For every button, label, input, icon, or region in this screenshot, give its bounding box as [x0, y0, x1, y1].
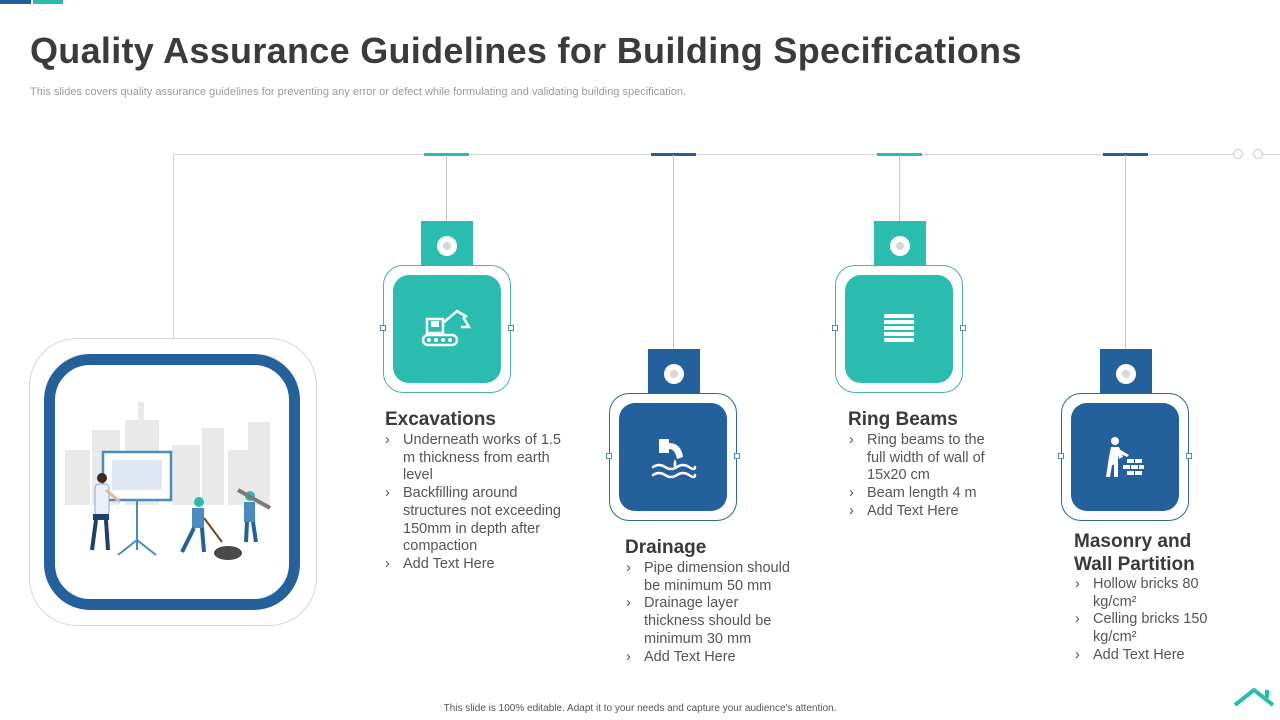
timeline-tick: [651, 153, 696, 156]
list-item: Hollow bricks 80 kg/cm²: [1074, 576, 1224, 611]
page-subtitle: This slides covers quality assurance gui…: [30, 86, 687, 98]
list-item: Celling bricks 150 kg/cm²: [1074, 611, 1224, 646]
timeline-left-drop: [173, 154, 174, 340]
drainage-list: Pipe dimension should be minimum 50 mm D…: [625, 560, 800, 666]
list-item: Add Text Here: [848, 503, 998, 521]
drainage-icon: [651, 439, 697, 479]
connector-line: [1125, 155, 1126, 351]
list-item: Pipe dimension should be minimum 50 mm: [625, 560, 800, 595]
beams-icon: [884, 314, 914, 342]
list-item: Add Text Here: [625, 649, 800, 667]
timeline-end-circle: [1233, 149, 1243, 159]
masonry-frame: [1058, 393, 1192, 521]
connector-line: [673, 155, 674, 351]
excavator-icon: [421, 309, 472, 347]
timeline-end-circle: [1253, 149, 1263, 159]
construction-workers-illustration: [65, 402, 271, 560]
excavations-list: Underneath works of 1.5 m thickness from…: [384, 432, 564, 574]
ring-beams-frame: [832, 265, 966, 393]
list-item: Ring beams to the full width of wall of …: [848, 432, 998, 485]
ring-beams-title: Ring Beams: [848, 409, 958, 430]
drainage-title: Drainage: [625, 537, 707, 558]
masonry-title: Masonry and Wall Partition: [1074, 531, 1195, 575]
timeline-tick: [1103, 153, 1148, 156]
hanger-tag: [648, 349, 700, 399]
drainage-frame: [606, 393, 740, 521]
page-title: Quality Assurance Guidelines for Buildin…: [30, 30, 1022, 71]
ring-beams-list: Ring beams to the full width of wall of …: [848, 432, 998, 521]
excavations-title: Excavations: [385, 409, 496, 430]
list-item: Add Text Here: [1074, 647, 1224, 665]
footer-note: This slide is 100% editable. Adapt it to…: [443, 703, 837, 714]
home-icon[interactable]: [1232, 686, 1276, 708]
accent-bar-teal: [33, 0, 63, 4]
connector-line: [446, 155, 447, 225]
hanger-tag: [874, 221, 926, 271]
accent-bar-blue: [0, 0, 31, 4]
timeline-tick: [424, 153, 469, 156]
list-item: Add Text Here: [384, 556, 564, 574]
list-item: Beam length 4 m: [848, 485, 998, 503]
timeline-line: [173, 154, 1233, 155]
timeline-tick: [877, 153, 922, 156]
hanger-tag: [421, 221, 473, 271]
list-item: Drainage layer thickness should be minim…: [625, 595, 800, 648]
excavations-frame: [380, 265, 514, 393]
list-item: Underneath works of 1.5 m thickness from…: [384, 432, 564, 485]
connector-line: [899, 155, 900, 225]
timeline-end-line: [1263, 154, 1280, 155]
bricklayer-icon: [1106, 437, 1144, 477]
list-item: Backfilling around structures not exceed…: [384, 485, 564, 556]
masonry-list: Hollow bricks 80 kg/cm² Celling bricks 1…: [1074, 576, 1224, 665]
hanger-tag: [1100, 349, 1152, 399]
